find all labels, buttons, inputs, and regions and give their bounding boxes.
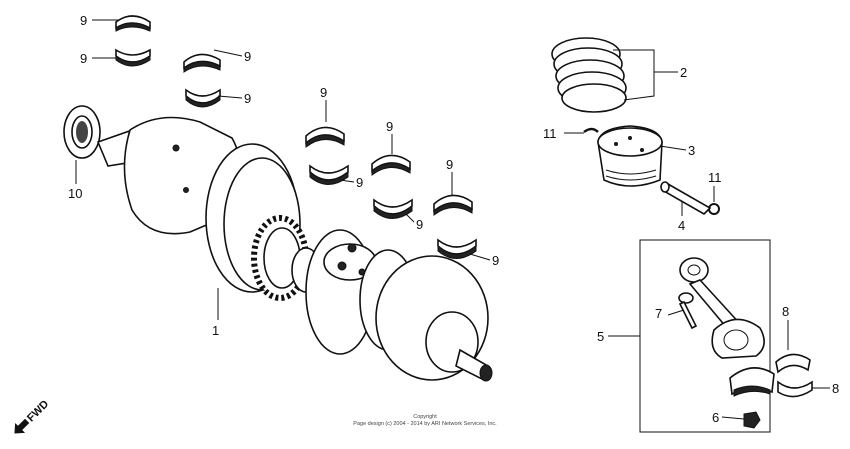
label-9: 9 xyxy=(80,51,87,66)
label-9: 9 xyxy=(416,217,423,232)
label-6: 6 xyxy=(712,410,719,425)
label-11: 11 xyxy=(708,170,722,185)
label-11: 11 xyxy=(543,126,557,141)
label-1: 1 xyxy=(212,323,219,338)
rod-nut xyxy=(743,411,761,429)
label-8: 8 xyxy=(832,381,839,396)
bearing-shell xyxy=(185,88,221,108)
label-9: 9 xyxy=(80,13,87,28)
bearing-shell xyxy=(373,198,413,219)
copyright-line-2: Page design (c) 2004 - 2014 by ARI Netwo… xyxy=(353,421,497,427)
rod-bearing-shells xyxy=(775,353,813,398)
label-9: 9 xyxy=(244,91,251,106)
rod-cap xyxy=(729,367,775,397)
piston-rings xyxy=(551,37,627,113)
connecting-rod xyxy=(679,257,765,359)
fwd-label: FWD xyxy=(25,398,51,424)
bearing-shell xyxy=(115,15,151,32)
piston xyxy=(597,125,663,187)
label-9: 9 xyxy=(492,253,499,268)
bearing-shell xyxy=(371,154,411,177)
copyright-notice: Copyright Page design (c) 2004 - 2014 by… xyxy=(353,414,497,427)
copyright-line-1: Copyright xyxy=(413,414,437,420)
bearing-shell xyxy=(433,194,473,217)
oil-seal xyxy=(63,105,101,159)
label-8: 8 xyxy=(782,304,789,319)
label-9: 9 xyxy=(446,157,453,172)
leader-lines xyxy=(75,19,830,420)
bearing-shell xyxy=(305,126,345,149)
piston-pin xyxy=(660,181,712,215)
label-5: 5 xyxy=(597,329,604,344)
part-labels: 9 9 9 9 9 9 9 9 9 9 10 1 2 11 3 11 4 5 7… xyxy=(68,13,839,425)
label-4: 4 xyxy=(678,218,685,233)
label-2: 2 xyxy=(680,65,687,80)
rod-bolt xyxy=(678,292,698,330)
label-10: 10 xyxy=(68,186,82,201)
label-9: 9 xyxy=(386,119,393,134)
label-7: 7 xyxy=(655,306,662,321)
crankshaft xyxy=(96,116,493,382)
circlip xyxy=(583,127,599,134)
label-9: 9 xyxy=(356,175,363,190)
connecting-rod-assembly-bracket xyxy=(639,239,771,433)
main-bearing-shells xyxy=(115,15,477,259)
circlip xyxy=(708,203,720,215)
bearing-shell xyxy=(437,238,477,259)
label-3: 3 xyxy=(688,143,695,158)
label-9: 9 xyxy=(320,85,327,100)
label-9: 9 xyxy=(244,49,251,64)
fwd-arrow-icon: FWD xyxy=(14,398,51,434)
bearing-shell xyxy=(183,53,221,73)
bearing-shell xyxy=(115,48,151,67)
bearing-shell xyxy=(309,164,349,185)
